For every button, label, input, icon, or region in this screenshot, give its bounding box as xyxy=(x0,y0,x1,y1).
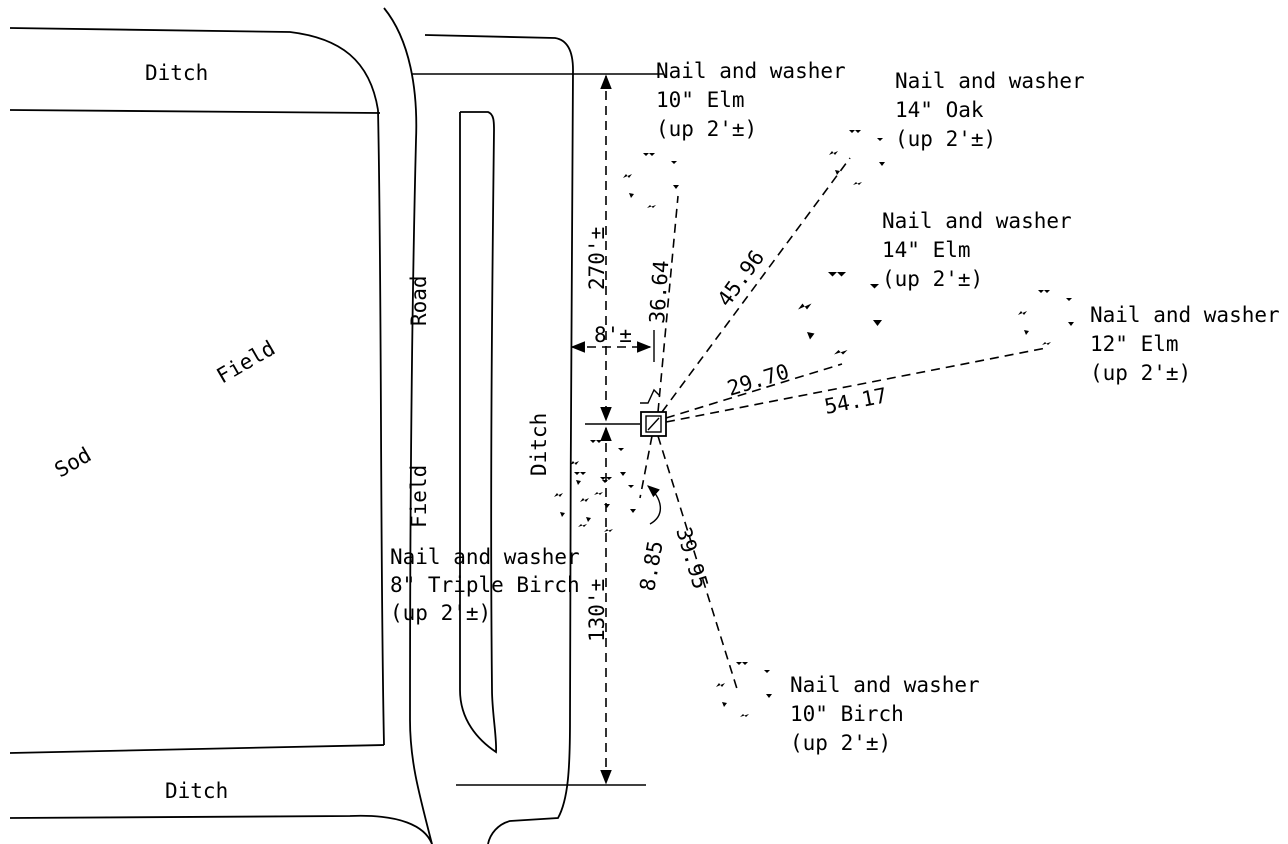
svg-text:Nail and washer: Nail and washer xyxy=(790,673,980,697)
tie-line-birch8 xyxy=(639,435,653,499)
field-east-edge xyxy=(377,109,385,746)
svg-text:(up 2'±): (up 2'±) xyxy=(656,117,757,141)
ditch-top-label: Ditch xyxy=(145,61,208,85)
svg-text:(up 2'±): (up 2'±) xyxy=(895,127,996,151)
svg-text:Nail and washer: Nail and washer xyxy=(882,209,1072,233)
ditch-bottom-north-edge xyxy=(9,744,385,754)
ditch-bottom-south-edge xyxy=(9,814,433,844)
field-strip-label: Field xyxy=(407,465,431,528)
ditch-bottom-label: Ditch xyxy=(165,779,228,803)
svg-text:Nail and washer: Nail and washer xyxy=(1090,303,1280,327)
distance-elm12: 54.17 xyxy=(822,383,889,419)
label-elm14: Nail and washer 14" Elm (up 2'±) xyxy=(882,209,1072,291)
label-birch10: Nail and washer 10" Birch (up 2'±) xyxy=(790,673,980,755)
dim-8-label: 8'± xyxy=(594,323,632,347)
tie-line-elm12 xyxy=(665,347,1047,423)
tie-line-oak14 xyxy=(661,157,851,413)
label-birch8: Nail and washer 8" Triple Birch (up 2'±) xyxy=(390,545,580,625)
svg-text:(up 2'±): (up 2'±) xyxy=(882,267,983,291)
sod-label: Sod xyxy=(51,443,96,483)
field-west-label: Field xyxy=(213,336,280,388)
road-label: Road xyxy=(407,275,431,326)
tree-birch10-symbol xyxy=(716,662,772,717)
svg-text:8" Triple Birch: 8" Triple Birch xyxy=(390,573,580,597)
label-elm12: Nail and washer 12" Elm (up 2'±) xyxy=(1090,303,1280,385)
label-elm10: Nail and washer 10" Elm (up 2'±) xyxy=(656,59,846,141)
svg-text:Nail and washer: Nail and washer xyxy=(390,545,580,569)
road-west-edge xyxy=(383,7,433,844)
dim-270-label: 270'± xyxy=(585,227,609,290)
svg-text:10" Birch: 10" Birch xyxy=(790,702,904,726)
tree-elm12-symbol xyxy=(1018,290,1074,345)
dim-130-label: 130'± xyxy=(585,579,609,642)
svg-text:12" Elm: 12" Elm xyxy=(1090,332,1179,356)
svg-text:(up 2'±): (up 2'±) xyxy=(390,601,491,625)
ditch-top-north-edge xyxy=(9,27,379,111)
distance-birch10: 39.95 xyxy=(671,524,712,591)
svg-text:(up 2'±): (up 2'±) xyxy=(1090,361,1191,385)
tie-line-elm14 xyxy=(665,363,843,419)
tree-birch8-symbol xyxy=(554,440,636,532)
tree-elm14-symbol xyxy=(798,272,882,355)
svg-text:Nail and washer: Nail and washer xyxy=(895,69,1085,93)
field-strip-outline xyxy=(459,111,498,754)
distance-elm14: 29.70 xyxy=(724,359,791,400)
road-east-edge xyxy=(424,34,574,844)
birch8-arrow xyxy=(647,485,661,525)
ditch-side-label: Ditch xyxy=(527,413,551,476)
station-marker xyxy=(640,388,667,437)
distance-birch8: 8.85 xyxy=(635,539,667,593)
ditch-top-south-edge xyxy=(9,109,381,114)
tie-line-elm10 xyxy=(657,195,679,413)
distance-elm10: 36.64 xyxy=(645,260,673,325)
svg-text:14" Oak: 14" Oak xyxy=(895,98,984,122)
svg-text:10" Elm: 10" Elm xyxy=(656,88,745,112)
label-oak14: Nail and washer 14" Oak (up 2'±) xyxy=(895,69,1085,151)
svg-text:(up 2'±): (up 2'±) xyxy=(790,731,891,755)
svg-text:Nail and washer: Nail and washer xyxy=(656,59,846,83)
tree-elm10-symbol xyxy=(623,153,679,208)
svg-text:14" Elm: 14" Elm xyxy=(882,238,971,262)
tree-oak14-symbol xyxy=(829,130,885,185)
